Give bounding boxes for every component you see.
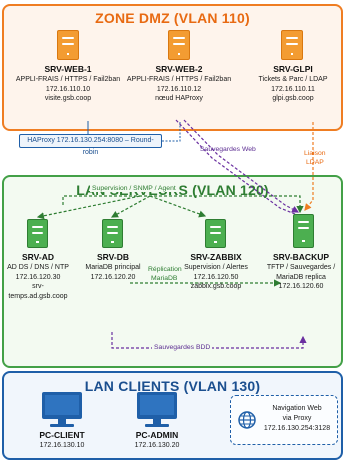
dmz-zone: ZONE DMZ (VLAN 110) [2, 4, 343, 131]
srv-web-2-role-2: nœud HAProxy [155, 95, 203, 102]
supervision-to-zabbix [149, 195, 207, 218]
srv-glpi-ip: 172.16.110.11 [271, 85, 315, 93]
pc-client-node[interactable]: PC-CLIENT 172.16.130.10 [22, 430, 102, 451]
pc-admin-node[interactable]: PC-ADMIN 172.16.130.20 [117, 430, 197, 451]
srv-ad-ip: 172.16.120.30 [15, 273, 61, 281]
srv-glpi-icon [281, 30, 303, 60]
nav-line-2: via Proxy [282, 415, 312, 422]
nav-line-1: Navigation Web [272, 405, 322, 412]
srv-glpi-role: Tickets & Parc / LDAP [258, 76, 328, 83]
srv-db-node[interactable]: SRV-DB MariaDB principal 172.16.120.20 [78, 252, 148, 282]
web-backup-link [183, 119, 300, 213]
haproxy-box: HAProxy 172.16.130.254:8080 – Round-robi… [19, 134, 162, 156]
srv-db-ip: 172.16.120.20 [90, 273, 136, 281]
globe-icon [238, 411, 256, 429]
srv-web-2-node[interactable]: SRV-WEB-2 APPLI-FRAIS / HTTPS / Fail2ban… [114, 64, 244, 104]
srv-db-role: MariaDB principal [85, 264, 141, 271]
srv-zabbix-host: zabbix.gsb.coop [190, 283, 242, 290]
web-backup-label: Sauvegardes Web [200, 146, 256, 153]
srv-zabbix-ip: 172.16.120.50 [193, 273, 239, 281]
srv-glpi-host: glpi.gsb.coop [272, 95, 314, 102]
ldap-link [304, 122, 314, 211]
replication-label-2: MariaDB [151, 275, 178, 282]
replication-label-1: Réplication [148, 266, 182, 273]
supervision-to-db [110, 195, 151, 218]
srv-db-icon [102, 219, 123, 248]
srv-web-2-ip: 172.16.110.12 [156, 85, 202, 93]
lan-servers-zone: LAN SERVEURS (VLAN 120) [2, 175, 343, 368]
srv-ad-icon [27, 219, 48, 248]
supervision-to-ad [36, 195, 141, 220]
web-backup-link-2 [175, 119, 296, 215]
srv-ad-node[interactable]: SRV-AD AD DS / DNS / NTP 172.16.120.30 s… [3, 252, 73, 301]
nav-line-3: 172.16.130.254:3128 [263, 425, 331, 432]
srv-glpi-node[interactable]: SRV-GLPI Tickets & Parc / LDAP 172.16.11… [250, 64, 336, 104]
srv-zabbix-node[interactable]: SRV-ZABBIX Supervision / Alertes 172.16.… [176, 252, 256, 292]
bdd-backup-label: Sauvegardes BDD [152, 344, 213, 351]
haproxy-link-2 [162, 121, 181, 142]
srv-backup-role: TFTP / Sauvegardes / [266, 264, 336, 271]
srv-backup-ip: 172.16.120.60 [278, 283, 324, 290]
pc-admin-ip: 172.16.130.20 [134, 442, 180, 449]
pc-admin-name: PC-ADMIN [135, 430, 179, 440]
srv-web-1-host: visite.gsb.coop [44, 95, 92, 102]
srv-ad-name: SRV-AD [22, 252, 54, 262]
srv-zabbix-icon [205, 219, 226, 248]
srv-glpi-name: SRV-GLPI [273, 64, 313, 74]
srv-ad-role: AD DS / DNS / NTP [7, 264, 69, 271]
srv-db-name: SRV-DB [97, 252, 129, 262]
supervision-label: Supervision / SNMP / Agent [90, 185, 178, 192]
srv-backup-role-2: MariaDB replica [276, 273, 326, 281]
srv-backup-icon [293, 214, 314, 248]
srv-web-1-icon [57, 30, 79, 60]
srv-web-1-role: APPLI-FRAIS / HTTPS / Fail2ban [15, 76, 121, 83]
srv-zabbix-role: Supervision / Alertes [184, 264, 248, 271]
lan-clients-zone-title: LAN CLIENTS (VLAN 130) [84, 378, 261, 394]
srv-web-1-node[interactable]: SRV-WEB-1 APPLI-FRAIS / HTTPS / Fail2ban… [2, 64, 134, 104]
srv-backup-node[interactable]: SRV-BACKUP TFTP / Sauvegardes / MariaDB … [258, 252, 344, 292]
srv-web-1-ip: 172.16.110.10 [45, 85, 91, 93]
srv-web-2-icon [168, 30, 190, 60]
ldap-label-2: LDAP [306, 159, 324, 166]
srv-ad-host: srv-temps.ad.gsb.coop [8, 283, 68, 300]
supervision-link [62, 195, 304, 214]
ldap-label-1: Liaison [304, 150, 326, 157]
srv-zabbix-name: SRV-ZABBIX [190, 252, 242, 262]
srv-web-1-name: SRV-WEB-1 [44, 64, 92, 74]
pc-client-name: PC-CLIENT [39, 430, 85, 440]
dmz-zone-title: ZONE DMZ (VLAN 110) [95, 10, 250, 26]
web-navigation-box: Navigation Web via Proxy 172.16.130.254:… [230, 395, 338, 445]
srv-backup-name: SRV-BACKUP [272, 252, 330, 262]
srv-web-2-role: APPLI-FRAIS / HTTPS / Fail2ban [126, 76, 232, 83]
srv-web-2-name: SRV-WEB-2 [155, 64, 203, 74]
pc-client-ip: 172.16.130.10 [39, 442, 85, 449]
